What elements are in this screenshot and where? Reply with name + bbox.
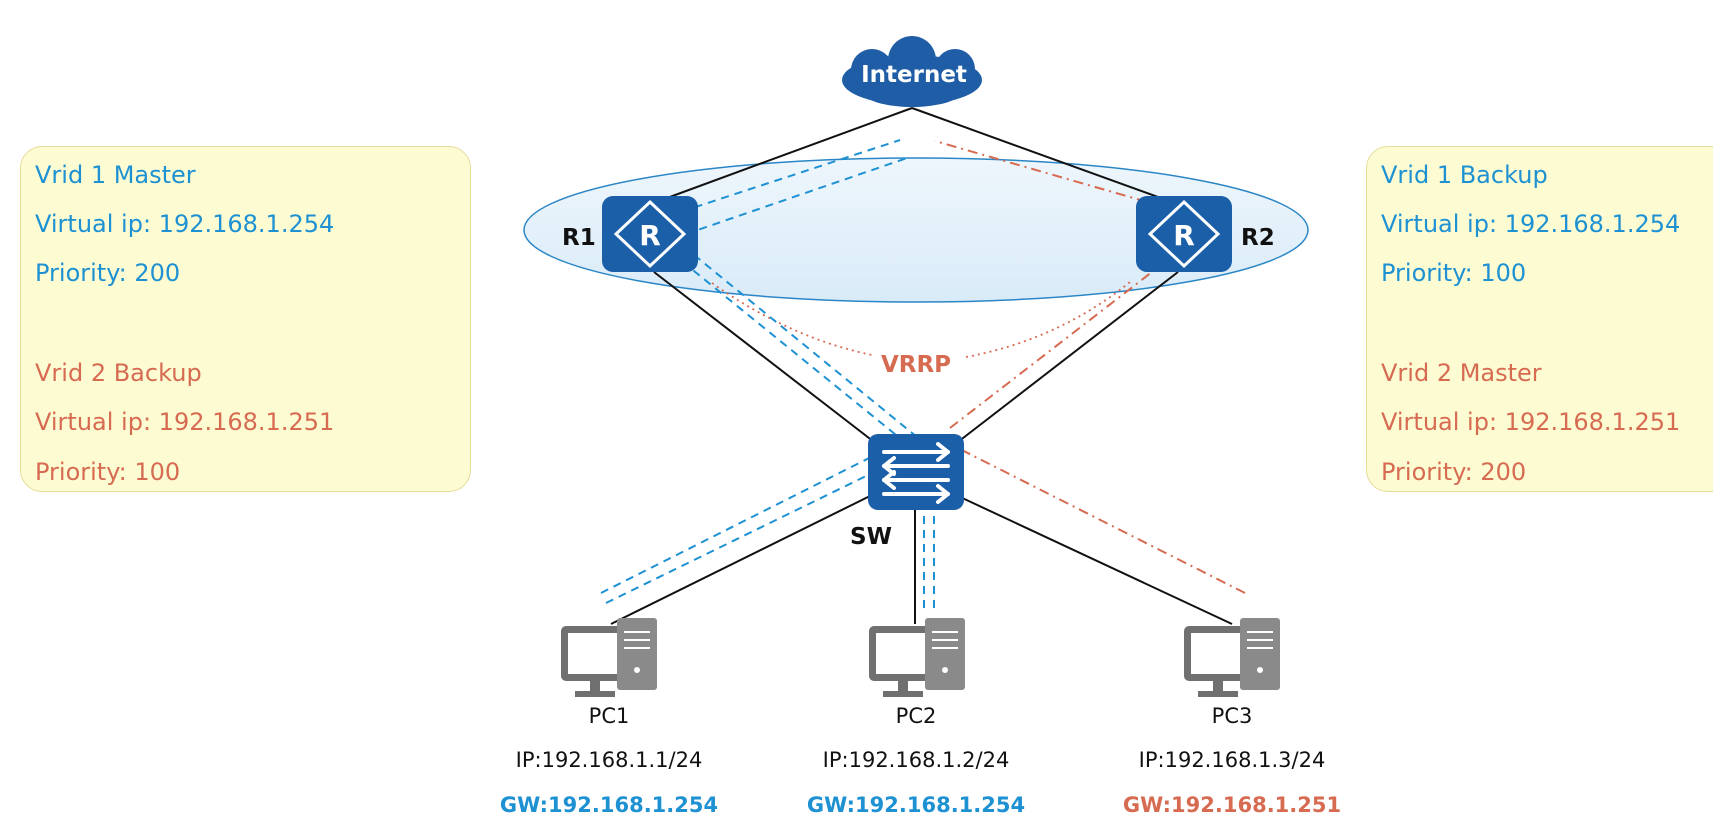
pc1: PC1 IP:192.168.1.1/24 GW:192.168.1.254 [500, 618, 718, 817]
vrid2-role: Vrid 2 Master [1381, 359, 1542, 387]
pc1-name: PC1 [589, 704, 630, 728]
switch-label: SW [850, 524, 892, 550]
vrid2-role: Vrid 2 Backup [35, 359, 202, 387]
pc3-gateway: GW:192.168.1.251 [1123, 793, 1341, 817]
pc2-gateway: GW:192.168.1.254 [807, 793, 1025, 817]
switch-sw: SW [850, 434, 964, 550]
pc2: PC2 IP:192.168.1.2/24 GW:192.168.1.254 [807, 618, 1025, 817]
computer-icon [1184, 618, 1280, 697]
router-icon: R [602, 196, 698, 272]
internet-label: Internet [861, 62, 967, 88]
pc2-ip: IP:192.168.1.2/24 [823, 748, 1010, 772]
link-internet-r1 [647, 107, 913, 206]
link-sw-pc3 [957, 495, 1233, 625]
vrrp-group-ellipse [523, 157, 1309, 303]
path-r1-internet [667, 139, 901, 217]
router-r2-label: R2 [1241, 225, 1275, 251]
link-r1-sw [653, 271, 879, 446]
internet-cloud: Internet [842, 36, 982, 107]
link-r2-sw [953, 271, 1179, 446]
vrid1-virtual-ip: Virtual ip: 192.168.1.254 [35, 210, 335, 238]
router-r1-label: R1 [562, 225, 596, 251]
vrrp-label: VRRP [881, 352, 951, 378]
right-info-box: Vrid 1 Backup Virtual ip: 192.168.1.254 … [1366, 146, 1713, 492]
pc1-gateway: GW:192.168.1.254 [500, 793, 718, 817]
computer-icon [561, 618, 657, 697]
computer-icon [869, 618, 965, 697]
physical-links [610, 107, 1233, 625]
vrid2-priority: Priority: 100 [35, 458, 181, 486]
vrrp-heartbeat-arcs [711, 281, 1131, 358]
svg-text:R: R [639, 219, 661, 252]
vrid1-priority: Priority: 200 [35, 259, 181, 287]
vrid1-traffic-paths [600, 139, 935, 608]
pc3-ip: IP:192.168.1.3/24 [1139, 748, 1326, 772]
pc3: PC3 IP:192.168.1.3/24 GW:192.168.1.251 [1123, 618, 1341, 817]
vrrp-arc-r2 [965, 281, 1131, 358]
vrid2-virtual-ip: Virtual ip: 192.168.1.251 [1381, 408, 1681, 436]
switch-icon [868, 434, 964, 510]
path-r1-internet-2 [685, 156, 911, 235]
vrid1-role: Vrid 1 Backup [1381, 161, 1548, 189]
pc1-ip: IP:192.168.1.1/24 [516, 748, 703, 772]
vrid1-role: Vrid 1 Master [35, 161, 196, 189]
vrid2-virtual-ip: Virtual ip: 192.168.1.251 [35, 408, 335, 436]
path-sw-r1-2 [677, 257, 918, 453]
pc3-name: PC3 [1212, 704, 1253, 728]
router-r2: R R2 [1136, 196, 1275, 272]
vrid1-virtual-ip: Virtual ip: 192.168.1.254 [1381, 210, 1681, 238]
vrrp-arc-r1 [711, 282, 873, 356]
router-r1: R R1 [562, 196, 698, 272]
link-internet-r2 [911, 107, 1181, 206]
path-pc3-sw [935, 436, 1246, 594]
svg-text:R: R [1173, 219, 1195, 252]
vrid1-priority: Priority: 100 [1381, 259, 1527, 287]
path-sw-r1 [687, 249, 929, 447]
router-icon: R [1136, 196, 1232, 272]
pc2-name: PC2 [896, 704, 937, 728]
cloud-icon [842, 36, 982, 107]
path-pc1-sw-2 [600, 445, 894, 594]
left-info-box: Vrid 1 Master Virtual ip: 192.168.1.254 … [20, 146, 471, 492]
link-sw-pc1 [610, 495, 871, 625]
vrid2-priority: Priority: 200 [1381, 458, 1527, 486]
